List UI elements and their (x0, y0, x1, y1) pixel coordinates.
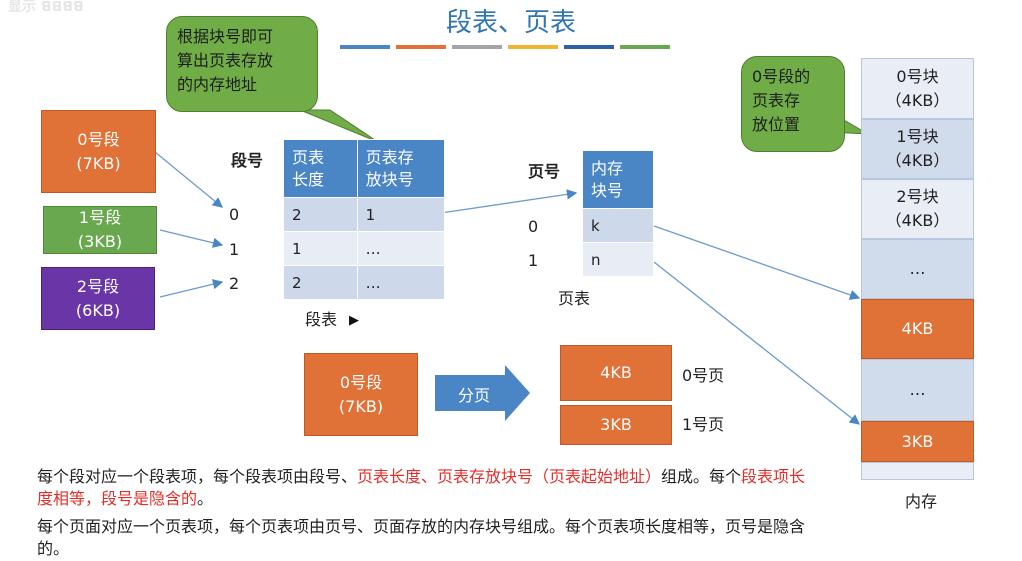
memory-block-1: 1号块 （4KB） (861, 119, 974, 179)
title-bar-3 (452, 45, 502, 49)
seg-index-0: 0 (229, 205, 240, 224)
table-row: 2 … (283, 265, 446, 300)
page-index-1: 1 (528, 251, 539, 270)
paging-arrow (435, 365, 530, 421)
seg-cell: 1 (283, 231, 358, 266)
seg-cell: … (356, 265, 446, 300)
page-cell: n (582, 242, 654, 277)
page-header-block: 内存 块号 (582, 150, 654, 209)
paging-arrow-label: 分页 (458, 386, 491, 405)
title-bar-5 (564, 45, 614, 49)
seg-cell: 2 (283, 265, 358, 300)
arrow-seg0 (154, 151, 224, 208)
slide-title: 段表、页表 (445, 8, 576, 38)
seg-cell: … (356, 231, 446, 266)
page-1-name: 1号页 (682, 415, 725, 434)
callout-segtable-tail (299, 109, 379, 143)
title-bar-6 (620, 45, 670, 49)
table-row: n (582, 242, 654, 277)
arrow-seg1 (159, 229, 224, 248)
memory-block-ellipsis-2: … (861, 359, 974, 421)
note-segment-a: 每个段对应一个段表项，每个段表项由段号、 (37, 467, 358, 486)
segment-0: 0号段 (7KB) (41, 110, 156, 193)
note-segment-b: 组成。每个 (661, 467, 742, 486)
page-no-label: 页号 (528, 162, 561, 181)
seg-index-1: 1 (229, 240, 240, 259)
memory-block-0: 0号块 （4KB） (861, 58, 974, 119)
note-page: 每个页面对应一个页表项，每个页表项由页号、页面存放的内存块号组成。每个页表项长度… (37, 517, 806, 558)
seg-header-block: 页表存 放块号 (356, 139, 446, 198)
segment-1: 1号段 (3KB) (43, 206, 157, 254)
page-cell: k (582, 208, 654, 243)
arrow-page-k (653, 225, 861, 300)
note-segment-red: 页表长度、页表存放块号（页表起始地址） (357, 467, 662, 486)
memory-block-page0: 4KB (861, 299, 974, 359)
arrow-seg2 (159, 279, 224, 298)
page-0-box: 4KB (560, 345, 672, 401)
seg-index-2: 2 (229, 274, 240, 293)
memory-caption: 内存 (905, 492, 938, 511)
callout-segtable: 根据块号即可 算出页表存放 的内存地址 (166, 16, 318, 112)
seg-no-label: 段号 (231, 151, 264, 170)
memory-block-2: 2号块 （4KB） (861, 179, 974, 239)
arrow-segtable-to-pagetable (440, 189, 578, 214)
note-segment: 每个段对应一个段表项，每个段表项由段号、页表长度、页表存放块号（页表起始地址）组… (37, 466, 807, 510)
seg-header-length: 页表 长度 (283, 139, 358, 198)
memory-block-page1: 3KB (861, 421, 974, 462)
paging-segment: 0号段 (7KB) (304, 353, 418, 436)
page-1-box: 3KB (560, 405, 672, 445)
table-row: 1 … (283, 231, 446, 266)
seg-cell: 2 (283, 197, 358, 232)
segment-table: 页表 长度 页表存 放块号 2 1 1 … 2 … (283, 139, 446, 300)
mouse-cursor-icon: ▶ (349, 313, 359, 328)
page-0-name: 0号页 (682, 366, 725, 385)
segment-2: 2号段 (6KB) (41, 267, 155, 330)
title-bar-1 (340, 45, 390, 49)
page-table: 内存 块号 k n (582, 150, 654, 277)
seg-table-caption: 段表 (305, 310, 338, 329)
memory-block-tail (861, 462, 974, 480)
title-bar-4 (508, 45, 558, 49)
table-row: k (582, 208, 654, 243)
seg-cell: 1 (356, 197, 446, 232)
note-segment-red2: 段表项长度相等，段号是隐含的 (37, 467, 806, 508)
page-index-0: 0 (528, 217, 539, 236)
memory-block-ellipsis-1: … (861, 239, 974, 299)
callout-memory: 0号段的 页表存 放位置 (741, 56, 845, 152)
note-segment-c: 。 (197, 489, 214, 508)
watermark: 显示 ꓭꓭꓭꓭ (8, 0, 84, 15)
table-row: 2 1 (283, 197, 446, 232)
arrow-page-n (653, 261, 861, 425)
page-table-caption: 页表 (558, 289, 591, 308)
title-bar-2 (396, 45, 446, 49)
